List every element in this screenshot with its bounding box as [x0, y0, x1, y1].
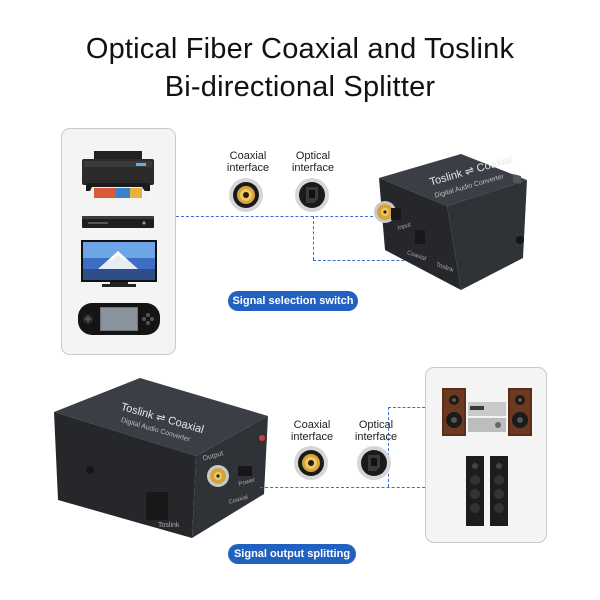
source-devices-panel — [61, 128, 176, 355]
title-line-1: Optical Fiber Coaxial and Toslink — [85, 33, 515, 65]
tower-speakers-icon — [466, 456, 508, 526]
handheld-console-icon — [78, 303, 160, 335]
bottom-connector-line — [260, 487, 425, 488]
bottom-connector-rise — [388, 407, 389, 487]
printer-icon — [82, 151, 154, 199]
top-coaxial-label-line1: Coaxial — [229, 150, 267, 162]
top-converter-box — [374, 154, 527, 290]
bottom-optical-label: Optical interface — [346, 419, 406, 443]
top-coaxial-jack-icon — [229, 178, 263, 212]
bottom-coaxial-label-line1: Coaxial — [293, 419, 331, 431]
output-devices-panel — [425, 367, 547, 543]
top-optical-label-line2: interface — [291, 162, 335, 174]
bottom-converter-box — [54, 378, 268, 538]
hifi-stereo-icon — [442, 388, 532, 436]
bottom-optical-jack-icon — [357, 446, 391, 480]
top-connector-line — [176, 216, 388, 217]
bottom-port-toslink-label: Toslink — [158, 522, 180, 529]
top-connector-to-optical — [313, 260, 419, 261]
signal-selection-badge: Signal selection switch — [228, 291, 358, 311]
signal-output-badge: Signal output splitting — [228, 544, 356, 564]
top-connector-drop — [313, 216, 314, 260]
dvd-player-icon — [82, 216, 154, 228]
title-line-2: Bi-directional Splitter — [164, 71, 436, 103]
tv-icon — [81, 240, 157, 287]
bottom-coaxial-label: Coaxial interface — [282, 419, 342, 443]
bottom-connector-top — [388, 407, 425, 408]
bottom-optical-label-line2: interface — [354, 431, 398, 443]
top-optical-label-line1: Optical — [295, 150, 331, 162]
bottom-coaxial-label-line2: interface — [290, 431, 334, 443]
bottom-coaxial-jack-icon — [294, 446, 328, 480]
page-title: Optical Fiber Coaxial and Toslink Bi-dir… — [0, 30, 600, 106]
top-optical-jack-icon — [295, 178, 329, 212]
bottom-optical-label-line1: Optical — [358, 419, 394, 431]
top-coaxial-label: Coaxial interface — [218, 150, 278, 174]
top-coaxial-label-line2: interface — [226, 162, 270, 174]
top-optical-label: Optical interface — [283, 150, 343, 174]
